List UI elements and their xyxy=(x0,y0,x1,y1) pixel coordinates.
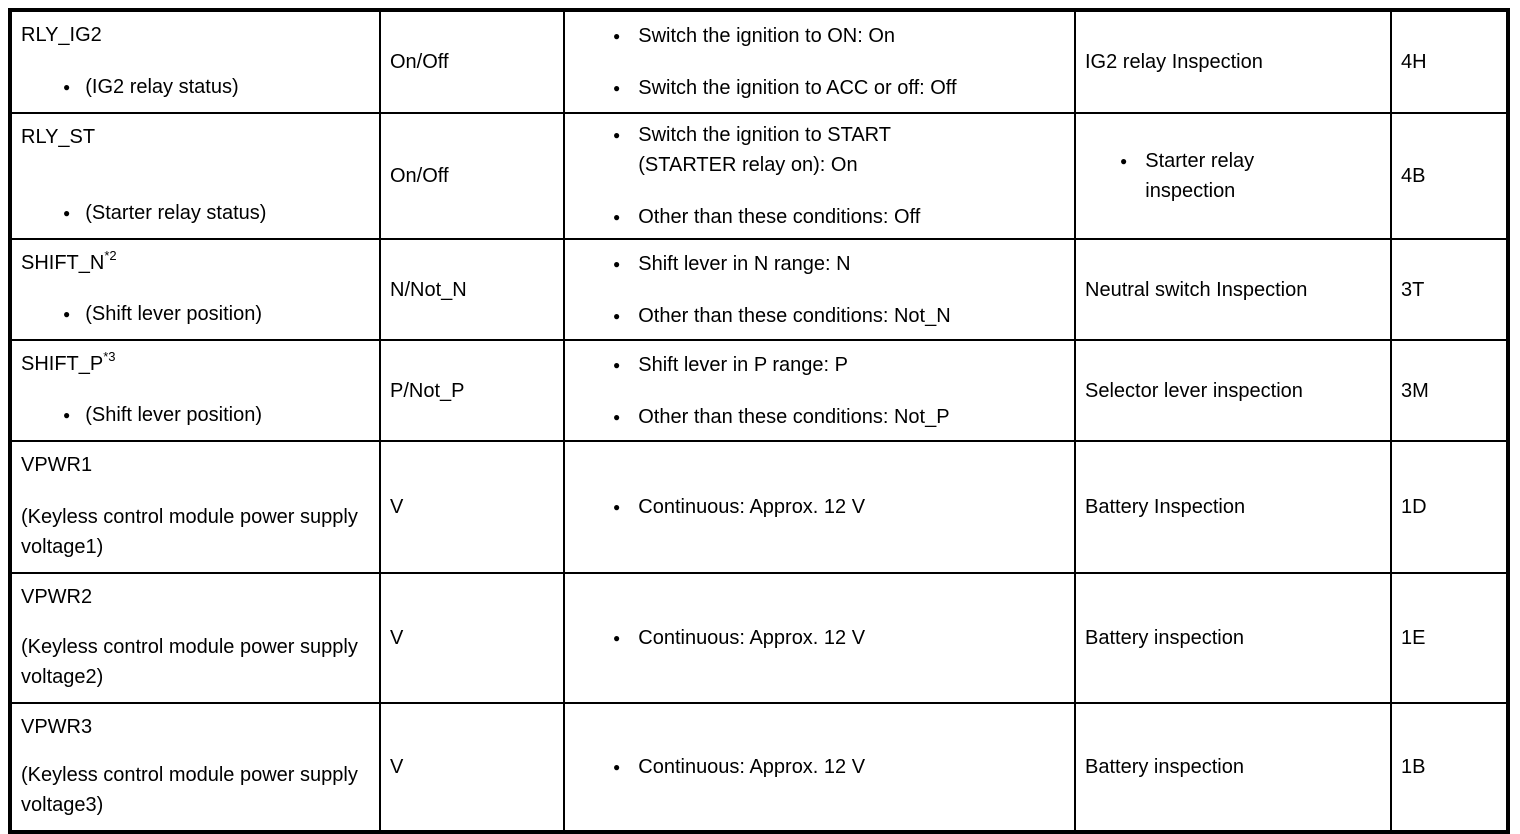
item-cell: SHIFT_P*3 ● (Shift lever position) xyxy=(9,339,381,442)
condition-cell: ● Continuous: Approx. 12 V xyxy=(563,572,1076,704)
unit-cell: P/Not_P xyxy=(379,339,565,442)
item-cell: VPWR2 ● (Keyless control module power su… xyxy=(9,572,381,704)
item-cell: RLY_IG2 ● (IG2 relay status) xyxy=(9,9,381,114)
condition-item: ● Other than these conditions: Not_P xyxy=(566,402,1073,432)
condition-cell: ● Switch the ignition to ON: On ● Switch… xyxy=(563,9,1076,114)
item-cell: SHIFT_N*2 ● (Shift lever position) xyxy=(9,238,381,341)
bullet-icon: ● xyxy=(613,500,621,514)
item-name: SHIFT_P*3 xyxy=(21,349,116,375)
bullet-icon: ● xyxy=(1120,154,1128,168)
item-name: RLY_IG2 xyxy=(21,24,102,46)
bullet-icon: ● xyxy=(613,81,621,95)
table-row: RLY_IG2 ● (IG2 relay status) On/Off ● Sw… xyxy=(9,9,1509,114)
terminal-cell: 1B xyxy=(1390,702,1509,833)
condition-cell: ● Shift lever in P range: P ● Other than… xyxy=(563,339,1076,442)
table-row: RLY_ST ● (Starter relay status) On/Off ●… xyxy=(9,112,1509,240)
condition-item: ● Continuous: Approx. 12 V xyxy=(566,752,1073,782)
condition-item: ● Shift lever in N range: N xyxy=(566,249,1073,279)
item-description: ● (Starter relay status) xyxy=(21,198,375,228)
table-row: SHIFT_P*3 ● (Shift lever position) P/Not… xyxy=(9,339,1509,442)
terminal-cell: 3T xyxy=(1390,238,1509,341)
bullet-icon: ● xyxy=(613,308,621,323)
action-cell: Battery inspection xyxy=(1074,702,1392,833)
unit-cell: On/Off xyxy=(379,112,565,240)
item-description: ● (Shift lever position) xyxy=(21,299,375,329)
bullet-icon: ● xyxy=(613,760,621,774)
item-description: ● (Keyless control module power supply v… xyxy=(21,636,358,688)
bullet-icon: ● xyxy=(613,210,621,224)
table-row: VPWR2 ● (Keyless control module power su… xyxy=(9,572,1509,704)
item-description: ● (IG2 relay status) xyxy=(21,72,375,102)
bullet-icon: ● xyxy=(613,128,621,142)
condition-item: ● Shift lever in P range: P xyxy=(566,350,1073,380)
unit-cell: V xyxy=(379,702,565,833)
item-description: ● (Keyless control module power supply v… xyxy=(21,764,358,816)
unit-cell: N/Not_N xyxy=(379,238,565,341)
table-row: VPWR1 ● (Keyless control module power su… xyxy=(9,440,1509,574)
condition-item: ● Continuous: Approx. 12 V xyxy=(566,492,1073,522)
item-name: VPWR1 xyxy=(21,454,93,476)
condition-item: ● Continuous: Approx. 12 V xyxy=(566,623,1073,653)
condition-cell: ● Shift lever in N range: N ● Other than… xyxy=(563,238,1076,341)
footnote-marker: *2 xyxy=(104,248,117,264)
bullet-icon: ● xyxy=(613,409,621,424)
condition-cell: ● Continuous: Approx. 12 V xyxy=(563,702,1076,833)
bullet-icon: ● xyxy=(613,357,621,372)
condition-item: ● Switch the ignition to ACC or off: Off xyxy=(566,73,1073,103)
action-cell: IG2 relay Inspection xyxy=(1074,9,1392,114)
terminal-cell: 4H xyxy=(1390,9,1509,114)
terminal-cell: 4B xyxy=(1390,112,1509,240)
condition-cell: ● Continuous: Approx. 12 V xyxy=(563,440,1076,574)
item-cell: VPWR3 ● (Keyless control module power su… xyxy=(9,702,381,833)
pid-data-monitor-table: RLY_IG2 ● (IG2 relay status) On/Off ● Sw… xyxy=(8,8,1510,834)
terminal-cell: 1E xyxy=(1390,572,1509,704)
item-name: VPWR3 xyxy=(21,716,93,738)
bullet-icon: ● xyxy=(63,80,71,94)
bullet-icon: ● xyxy=(63,408,71,422)
item-name: SHIFT_N*2 xyxy=(21,248,117,274)
condition-item: ● Switch the ignition to ON: On xyxy=(566,21,1073,51)
item-cell: VPWR1 ● (Keyless control module power su… xyxy=(9,440,381,574)
table-row: VPWR3 ● (Keyless control module power su… xyxy=(9,702,1509,833)
terminal-cell: 1D xyxy=(1390,440,1509,574)
bullet-icon: ● xyxy=(63,307,71,321)
terminal-cell: 3M xyxy=(1390,339,1509,442)
bullet-icon: ● xyxy=(613,256,621,271)
unit-cell: V xyxy=(379,440,565,574)
condition-item: ● Other than these conditions: Off xyxy=(566,202,1073,232)
bullet-icon: ● xyxy=(613,631,621,645)
bullet-icon: ● xyxy=(613,29,621,43)
item-name: RLY_ST xyxy=(21,126,96,148)
action-cell: Selector lever inspection xyxy=(1074,339,1392,442)
table-row: SHIFT_N*2 ● (Shift lever position) N/Not… xyxy=(9,238,1509,341)
unit-cell: V xyxy=(379,572,565,704)
bullet-icon: ● xyxy=(63,206,71,220)
condition-cell: ● Switch the ignition to START(STARTER r… xyxy=(563,112,1076,240)
action-cell: Battery inspection xyxy=(1074,572,1392,704)
unit-cell: On/Off xyxy=(379,9,565,114)
item-description: ● (Keyless control module power supply v… xyxy=(21,506,358,558)
footnote-marker: *3 xyxy=(103,349,116,365)
item-cell: RLY_ST ● (Starter relay status) xyxy=(9,112,381,240)
item-name: VPWR2 xyxy=(21,586,93,608)
action-cell: Neutral switch Inspection xyxy=(1074,238,1392,341)
action-cell: Battery Inspection xyxy=(1074,440,1392,574)
condition-item: ● Other than these conditions: Not_N xyxy=(566,301,1073,331)
item-description: ● (Shift lever position) xyxy=(21,400,375,430)
condition-item: ● Switch the ignition to START(STARTER r… xyxy=(566,120,1073,180)
